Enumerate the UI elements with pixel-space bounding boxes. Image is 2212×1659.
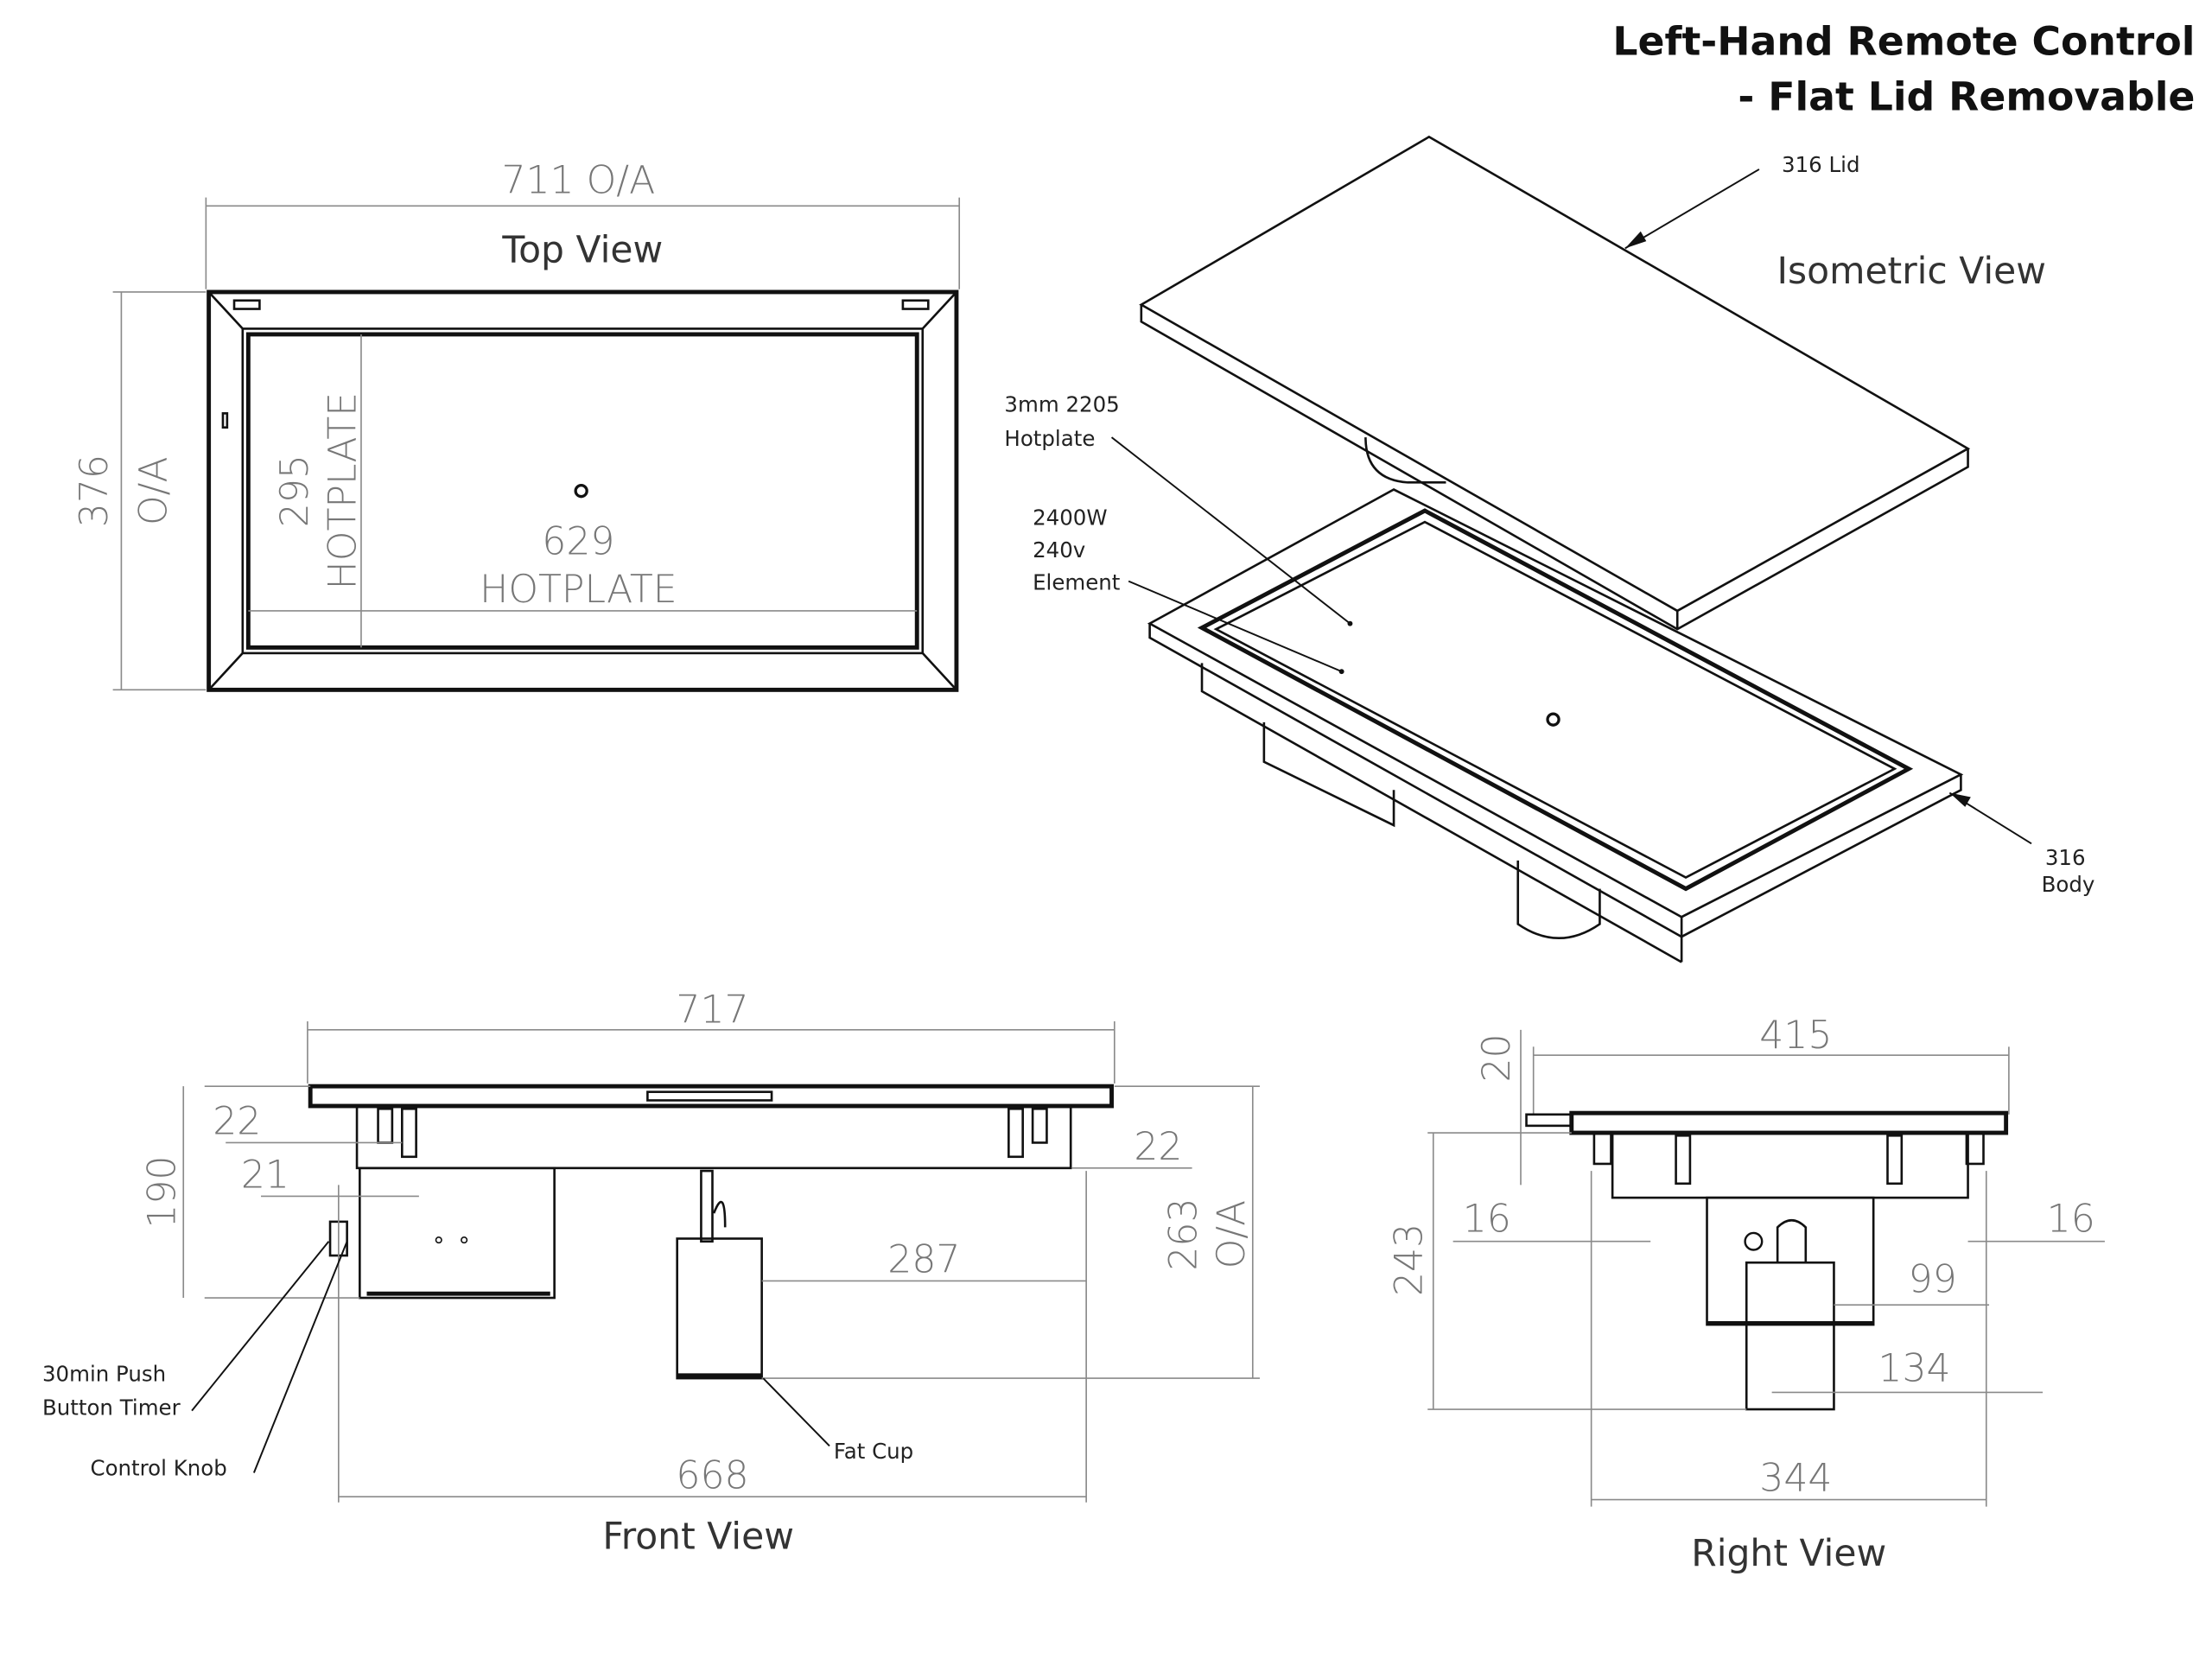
front-overall-oa: O/A [1210, 1200, 1254, 1269]
hotplate-note-2: Hotplate [1004, 426, 1095, 451]
front-right-offset-22: 22 [1134, 1125, 1182, 1169]
isometric-view-label: Isometric View [1777, 251, 2046, 293]
hotplate-note-1: 3mm 2205 [1004, 392, 1119, 417]
element-note-1: 2400W [1033, 505, 1107, 530]
body-note-2: Body [2042, 872, 2095, 897]
top-width-dim: 711 O/A [501, 159, 655, 203]
knob-note: Control Knob [90, 1456, 226, 1481]
right-view-label: Right View [1691, 1533, 1886, 1575]
fat-cup-note: Fat Cup [834, 1439, 913, 1464]
right-bottom-width-dim: 344 [1759, 1457, 1832, 1501]
element-note-3: Element [1033, 569, 1121, 594]
cup-offset-dim: 287 [887, 1238, 960, 1282]
title-line-2: - Flat Lid Removable [1738, 73, 2195, 119]
top-height-num: 376 [73, 454, 117, 527]
front-left-offset-22: 22 [213, 1100, 261, 1144]
timer-note-1: 30min Push [42, 1361, 166, 1386]
hotplate-height-label: HOTPLATE [321, 392, 365, 589]
hotplate-width-num: 629 [542, 520, 614, 564]
right-view: 415 20 243 16 16 99 134 344 Right View [1388, 1014, 2105, 1575]
front-height-dim: 190 [140, 1156, 184, 1229]
hotplate-height-num: 295 [273, 454, 317, 527]
front-width-dim: 717 [676, 988, 748, 1033]
right-width-dim: 415 [1759, 1014, 1832, 1058]
dim-134: 134 [1878, 1346, 1950, 1390]
element-note-2: 240v [1033, 537, 1085, 563]
timer-note-2: Button Timer [42, 1395, 181, 1421]
top-height-oa: O/A [132, 456, 176, 525]
front-bottom-width-dim: 668 [676, 1453, 748, 1497]
right-height-dim: 243 [1388, 1224, 1432, 1296]
body-note-1: 316 [2045, 845, 2086, 870]
front-left-offset-21: 21 [241, 1154, 289, 1198]
hotplate-width-label: HOTPLATE [480, 568, 677, 612]
front-view: 717 190 22 21 22 263 O/A 287 668 Front V… [42, 988, 1260, 1559]
right-right-offset: 16 [2047, 1197, 2095, 1241]
front-view-label: Front View [602, 1516, 794, 1559]
isometric-view: Isometric View 316 Lid 3mm 2205 Hotplate… [1004, 135, 2095, 963]
front-overall-num: 263 [1161, 1198, 1205, 1271]
dim-99: 99 [1909, 1258, 1957, 1302]
lid-note: 316 Lid [1782, 152, 1859, 177]
lid-thickness-dim: 20 [1475, 1033, 1519, 1082]
top-view: 711 O/A Top View 376 O/A 295 HOTPLATE 62… [73, 159, 961, 692]
right-left-offset: 16 [1463, 1197, 1511, 1241]
top-view-label: Top View [501, 230, 663, 272]
title-line-1: Left-Hand Remote Control [1612, 19, 2195, 65]
